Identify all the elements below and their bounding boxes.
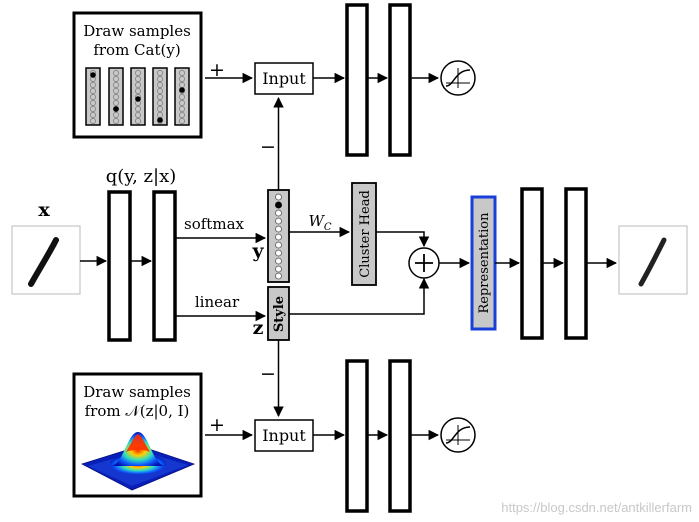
z-label: z: [253, 317, 264, 339]
cluster-head-label: Cluster Head: [358, 190, 373, 278]
sigmoid-icon-top: [440, 60, 476, 96]
x-label: x: [38, 199, 50, 221]
cat-box-title-line1: Draw samples: [83, 22, 191, 40]
softmax-label: softmax: [184, 215, 244, 233]
y-label: y: [251, 240, 264, 262]
encoder-layer-1: [107, 190, 132, 342]
input-box-top-label: Input: [262, 69, 306, 88]
cat-box-title-line2: from Cat(y): [93, 41, 180, 59]
discriminator-top-layer-2: [388, 3, 412, 157]
arrow-cluster-to-sum: [376, 231, 430, 248]
discriminator-bottom-layer-1: [345, 359, 369, 513]
style-box: Style: [267, 286, 290, 341]
gauss-box-title-line1: Draw samples: [83, 383, 191, 401]
input-box-bottom: Input: [254, 419, 314, 452]
minus-sign-bottom: −: [260, 363, 276, 385]
representation-label: Representation: [477, 212, 492, 314]
cluster-head-box: Cluster Head: [351, 182, 377, 286]
gaussian-surface-icon: [80, 432, 196, 491]
output-digit-image: [618, 225, 688, 295]
watermark-text: https://blog.csdn.net/antkillerfarm: [501, 500, 692, 515]
arrow-style-to-sum: [289, 277, 430, 315]
plus-sign-top: +: [209, 59, 225, 81]
encoder-layer-2: [152, 190, 177, 342]
y-latent-vector: [267, 189, 290, 283]
decoder-layer-1: [520, 187, 544, 340]
sum-node: [408, 247, 440, 279]
linear-label: linear: [195, 293, 240, 311]
sigmoid-icon-bottom: [440, 417, 476, 453]
gauss-box-title-line2: from 𝒩(z|0, I): [85, 402, 190, 420]
decoder-layer-2: [564, 187, 588, 340]
discriminator-top-layer-1: [345, 3, 369, 157]
minus-sign-top: −: [260, 136, 276, 158]
gaussian-sampler-box: Draw samples from 𝒩(z|0, I): [72, 372, 203, 498]
wc-label: WC: [308, 212, 331, 233]
plus-sign-bottom: +: [209, 414, 225, 436]
encoder-label: q(y, z|x): [106, 166, 177, 187]
style-label: Style: [272, 296, 287, 332]
input-box-bottom-label: Input: [262, 426, 306, 445]
representation-box: Representation: [470, 195, 497, 331]
input-box-top: Input: [254, 62, 314, 95]
cat-sampler-box: Draw samples from Cat(y): [72, 11, 203, 139]
discriminator-bottom-layer-2: [388, 359, 412, 513]
input-digit-image: [11, 225, 81, 295]
one-hot-columns: [85, 67, 190, 126]
